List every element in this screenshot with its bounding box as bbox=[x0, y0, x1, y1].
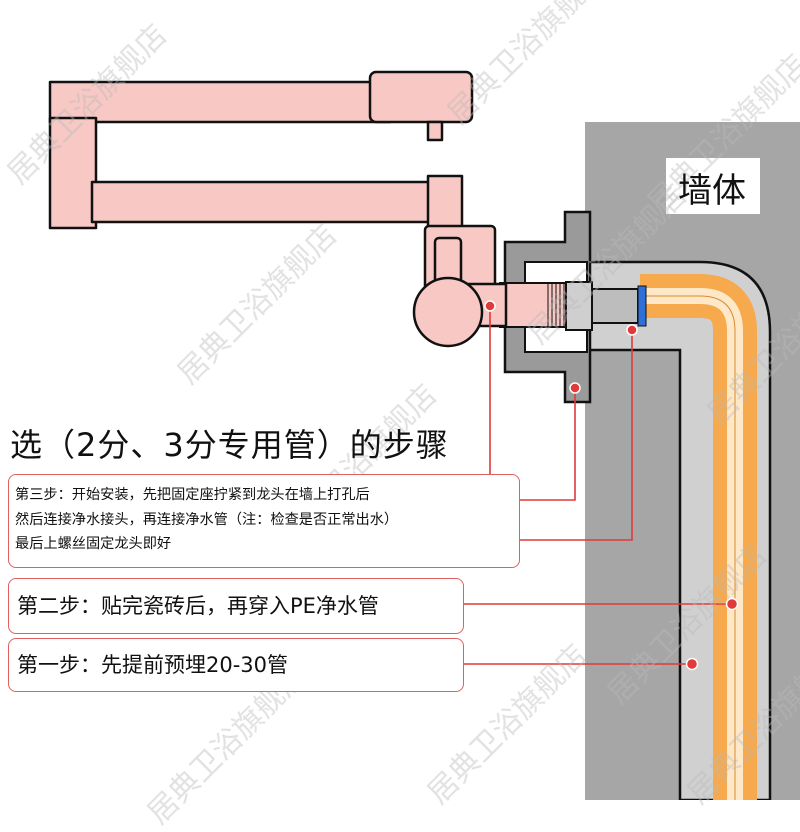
dot-base bbox=[569, 382, 581, 394]
faucet bbox=[48, 70, 508, 348]
leader-dots bbox=[484, 300, 739, 671]
leader-step3-connector bbox=[520, 330, 633, 541]
wall-label: 墙体 bbox=[678, 171, 746, 211]
quick-connector-body bbox=[591, 288, 639, 324]
faucet-aerator bbox=[426, 120, 444, 142]
threaded-nipple bbox=[499, 282, 569, 328]
step-2-box: 第二步：贴完瓷砖后，再穿入PE净水管 bbox=[8, 578, 464, 634]
faucet-spout-head bbox=[368, 70, 474, 124]
step-3-line-2: 然后连接净水接头，再连接净水管（注：检查是否正常出水） bbox=[15, 511, 399, 528]
thread-marks bbox=[547, 283, 565, 327]
faucet-upper-arm bbox=[48, 80, 392, 124]
step-1-text: 第一步：先提前预埋20-30管 bbox=[17, 653, 289, 677]
leader-step3-base bbox=[520, 388, 576, 501]
step-3-box: 第三步：开始安装，先把固定座拧紧到龙头在墙上打孔后 然后连接净水接头，再连接净水… bbox=[8, 474, 520, 568]
step-1-box: 第一步：先提前预埋20-30管 bbox=[8, 638, 464, 692]
quick-connector-nut bbox=[565, 281, 593, 331]
dot-connector bbox=[626, 324, 638, 336]
page-title: 选（2分、3分专用管）的步骤 bbox=[10, 426, 449, 464]
dot-pe-pipe bbox=[725, 597, 739, 611]
leader-lines bbox=[464, 306, 732, 665]
faucet-swivel-cap bbox=[426, 174, 464, 230]
faucet-elbow-joint bbox=[48, 116, 98, 230]
step-2-text: 第二步：贴完瓷砖后，再穿入PE净水管 bbox=[17, 594, 379, 618]
wall-label-bg bbox=[666, 158, 760, 214]
faucet-lower-arm bbox=[90, 180, 439, 224]
dot-nipple bbox=[484, 300, 496, 312]
dot-conduit bbox=[685, 657, 699, 671]
quick-connector-collet bbox=[637, 285, 647, 327]
installation-diagram bbox=[48, 70, 800, 800]
pe-pipe-edge bbox=[640, 295, 736, 800]
faucet-base-ring bbox=[412, 276, 484, 348]
step-3-line-3: 最后上螺丝固定龙头即好 bbox=[15, 536, 172, 552]
step-3-line-1: 第三步：开始安装，先把固定座拧紧到龙头在墙上打孔后 bbox=[15, 487, 370, 503]
